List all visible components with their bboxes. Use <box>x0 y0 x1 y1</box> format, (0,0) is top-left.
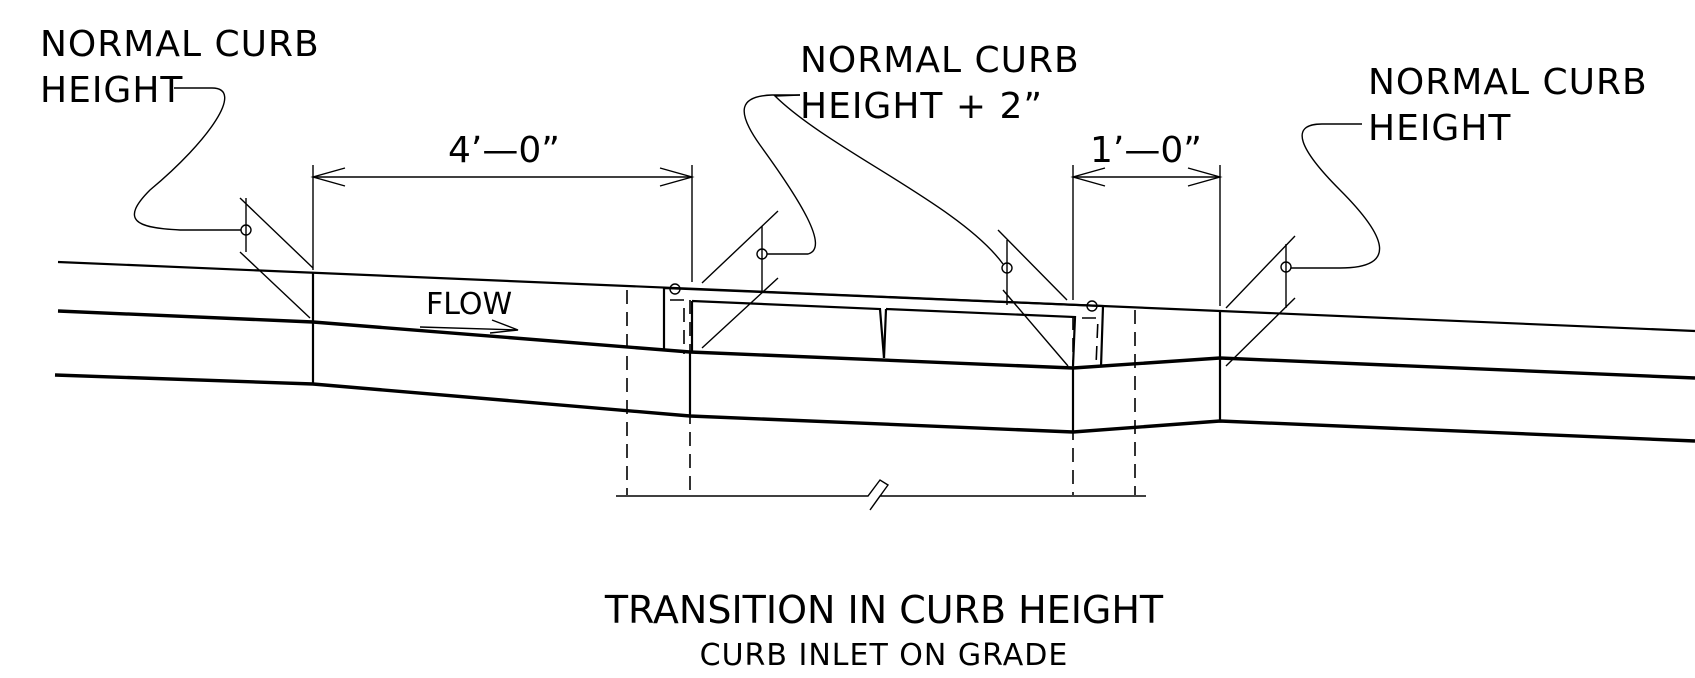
section-marker-left <box>239 197 314 319</box>
dim-right-arrow-a <box>1070 167 1106 187</box>
dim-right-arrow-b <box>1187 167 1223 187</box>
drawing-subtitle: CURB INLET ON GRADE <box>700 638 1069 673</box>
dashed-inlet-left <box>670 299 685 354</box>
dashed-inlet-right <box>1082 317 1099 367</box>
label-right-line2: HEIGHT <box>1368 108 1511 149</box>
inlet-grate-right <box>882 307 1077 367</box>
curb-bottom-line <box>54 373 1695 443</box>
section-marker-right <box>1225 235 1296 367</box>
inlet-grate-left <box>690 299 886 359</box>
leader-middle-a <box>743 94 817 255</box>
section-marker-mid-right <box>997 229 1069 367</box>
dim-left-arrow-a <box>310 167 346 187</box>
break-line <box>616 479 1146 511</box>
label-middle-line1: NORMAL CURB <box>800 40 1080 81</box>
inlet-outline <box>662 286 1105 368</box>
leader-left <box>133 87 241 231</box>
leader-right <box>1291 123 1381 269</box>
label-middle-line2: HEIGHT + 2” <box>800 86 1043 127</box>
label-left-line1: NORMAL CURB <box>40 24 320 65</box>
dim-right-text: 1’—0” <box>1090 130 1202 171</box>
label-right-line1: NORMAL CURB <box>1368 62 1648 103</box>
section-marker-mid-left <box>701 210 779 349</box>
dim-left-arrow-b <box>659 167 695 187</box>
inlet-corner-right <box>1086 300 1098 312</box>
gutter-line <box>57 309 1695 380</box>
leader-middle-b <box>773 94 1004 265</box>
label-left-line2: HEIGHT <box>40 70 183 111</box>
flow-arrow <box>419 319 519 334</box>
flow-label: FLOW <box>426 287 512 322</box>
inlet-corner-left <box>669 283 681 295</box>
dim-left-text: 4’—0” <box>448 130 560 171</box>
drawing-title: TRANSITION IN CURB HEIGHT <box>604 588 1164 632</box>
